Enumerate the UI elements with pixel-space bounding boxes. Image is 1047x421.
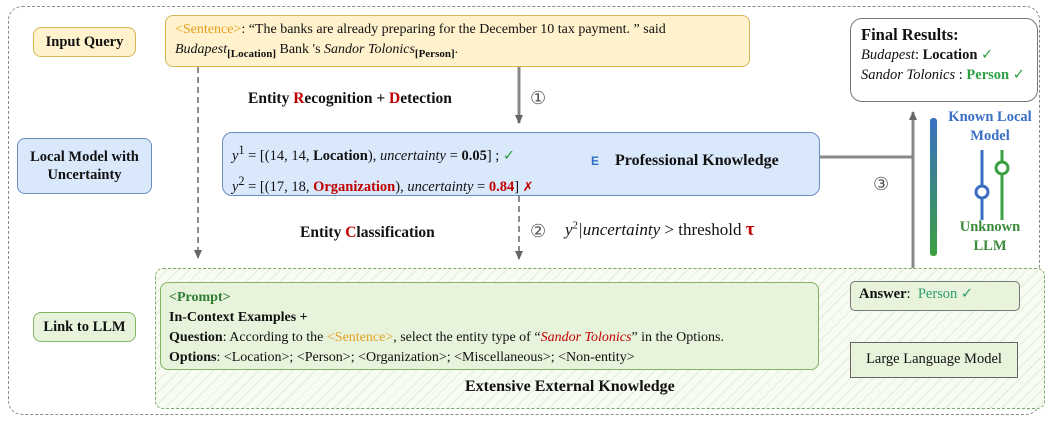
step2-number: ② bbox=[530, 221, 547, 242]
prompt-options: Options: <Location>; <Person>; <Organiza… bbox=[169, 350, 635, 365]
local-model-label: Local Model with Uncertainty bbox=[17, 138, 152, 194]
llm-box: Large Language Model bbox=[850, 342, 1018, 378]
unknown-llm-label: Unknown LLM bbox=[959, 219, 1021, 254]
crosshair-letter: E bbox=[591, 154, 600, 168]
input-query-label: Input Query bbox=[33, 27, 136, 57]
known-local-model-label: Known Local Model bbox=[948, 109, 1032, 144]
professional-knowledge-label: Professional Knowledge bbox=[615, 152, 779, 169]
sandor-tag: [Person] bbox=[414, 47, 455, 60]
answer-box: Answer: Person ✓ bbox=[850, 281, 1020, 311]
cross-icon: ✗ bbox=[522, 179, 534, 195]
local-model-box: y1 = [(14, 14, Location), uncertainty = … bbox=[222, 132, 820, 196]
final-result-1: Budapest: Location ✓ bbox=[861, 47, 994, 63]
query-end: . bbox=[454, 42, 459, 57]
prompt-tag: <Prompt> bbox=[169, 290, 231, 305]
prompt-examples: In-Context Examples + bbox=[169, 310, 308, 325]
prediction-row-2: y2 = [(17, 18, Organization), uncertaint… bbox=[232, 173, 534, 195]
final-results-box: Final Results: Budapest: Location ✓ Sand… bbox=[850, 18, 1038, 102]
query-text: : “The banks are already preparing for t… bbox=[241, 22, 666, 37]
slider-icon bbox=[974, 150, 1010, 220]
link-to-llm-label: Link to LLM bbox=[33, 312, 136, 342]
prompt-box: <Prompt> In-Context Examples + Question:… bbox=[160, 282, 819, 370]
final-result-2: Sandor Tolonics : Person ✓ bbox=[861, 67, 1025, 83]
external-knowledge-label: Extensive External Knowledge bbox=[465, 378, 675, 395]
final-results-title: Final Results: bbox=[861, 25, 959, 44]
input-query-box: <Sentence>: “The banks are already prepa… bbox=[165, 15, 750, 67]
query-entity-budapest: Budapest bbox=[175, 42, 228, 57]
prediction-row-1: y1 = [(14, 14, Location), uncertainty = … bbox=[232, 143, 516, 164]
check-icon: ✓ bbox=[502, 147, 516, 164]
sentence-tag: <Sentence> bbox=[175, 22, 242, 37]
threshold-condition: y2|uncertainty > threshold τ bbox=[565, 219, 755, 240]
prompt-question: Question: According to the <Sentence>, s… bbox=[169, 330, 724, 345]
query-entity-sandor: Sandor Tolonics bbox=[324, 42, 415, 57]
step1-number: ① bbox=[530, 88, 547, 109]
step3-number: ③ bbox=[873, 174, 890, 195]
outer-frame bbox=[8, 6, 1040, 415]
step2-label: Entity Classification bbox=[300, 224, 435, 241]
known-unknown-gradient-bar bbox=[930, 118, 937, 256]
step1-label: Entity Recognition + Detection bbox=[248, 90, 452, 107]
budapest-tag: [Location] bbox=[227, 47, 276, 60]
query-mid: Bank 's bbox=[276, 42, 325, 57]
